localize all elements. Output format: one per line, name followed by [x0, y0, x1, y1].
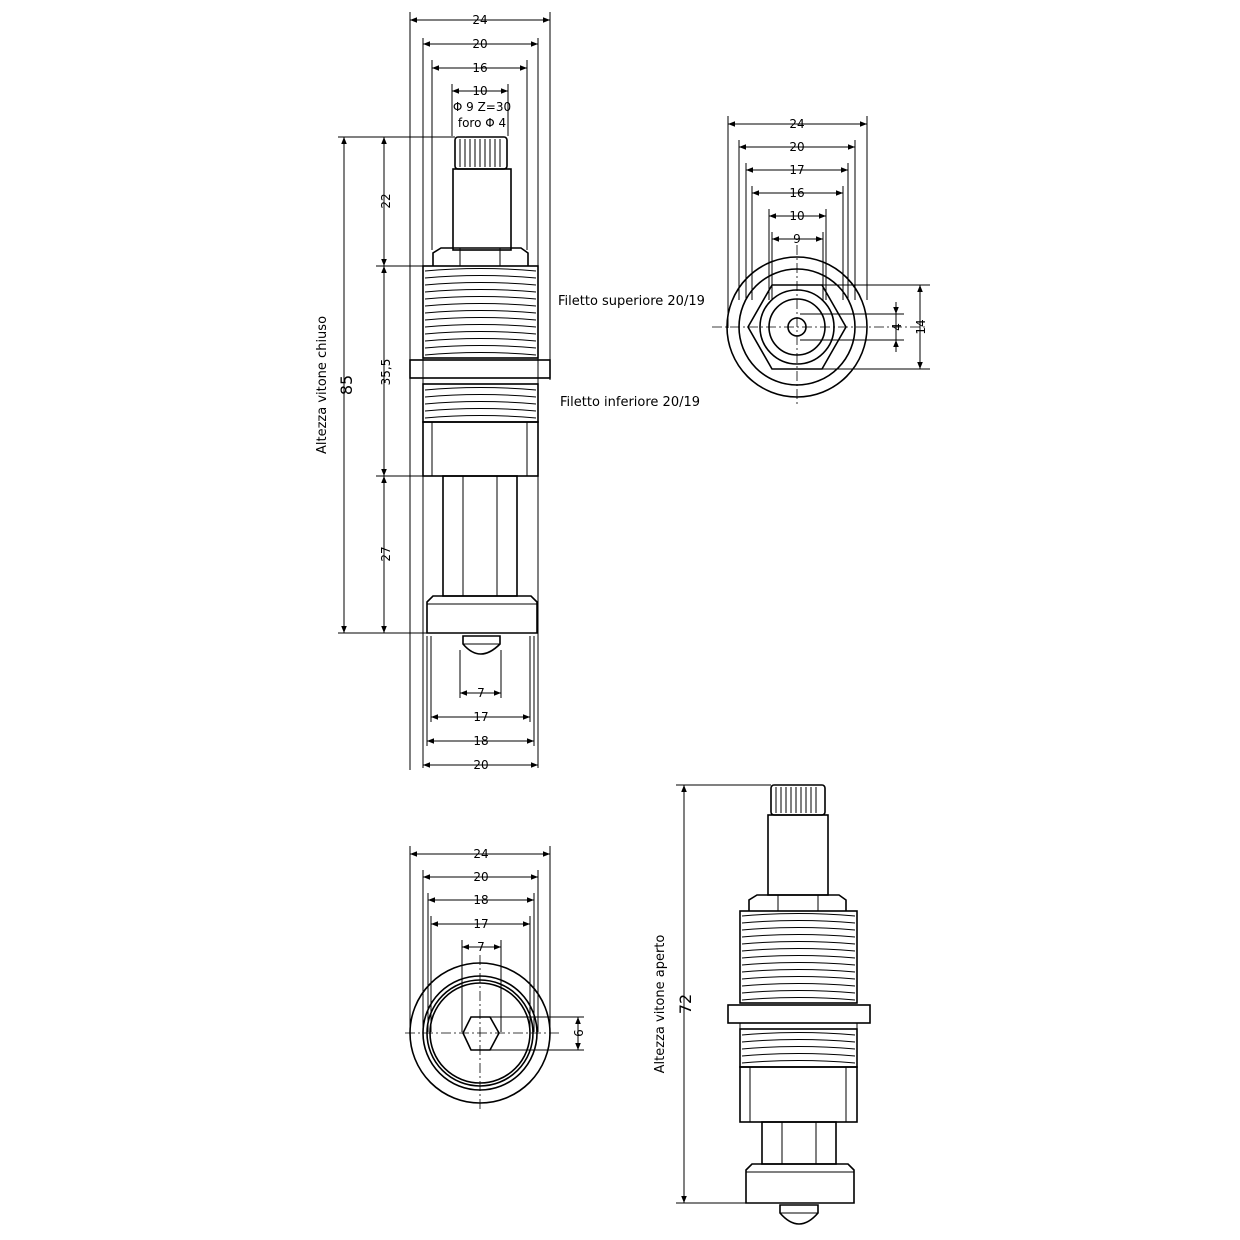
main-knurled-spline — [454, 136, 508, 170]
bottom-dim-24: 24 — [473, 847, 488, 861]
top-dim-9: 9 — [793, 232, 801, 246]
top-dim-14: 14 — [914, 319, 928, 334]
top-right-dim-extensions — [800, 284, 930, 370]
open-view: 72 Altezza vitone aperto — [653, 784, 871, 1225]
open-knurl-lines — [775, 787, 817, 813]
open-flange — [727, 1004, 871, 1024]
main-upper-thread — [422, 265, 539, 359]
bottom-screw-hex — [462, 1016, 500, 1051]
open-stem — [767, 814, 829, 896]
main-flange — [409, 359, 551, 379]
label-lower-thread: Filetto inferiore 20/19 — [560, 395, 700, 410]
open-knurled-spline — [770, 784, 826, 816]
main-dim-7: 7 — [477, 686, 485, 700]
main-bottom-dim-extensions — [426, 636, 535, 746]
main-top-dimension-lines — [410, 17, 550, 94]
open-hex-nut — [748, 894, 847, 911]
main-spindle — [442, 475, 518, 597]
open-body — [739, 1066, 858, 1123]
main-view: 24 20 16 10 Φ 9 Z=30 foro Φ 4 — [315, 12, 705, 772]
open-upper-thread — [739, 910, 858, 1004]
top-dim-17: 17 — [789, 163, 804, 177]
main-left-dim-extensions — [338, 136, 455, 634]
main-dim-20-bottom: 20 — [473, 758, 488, 772]
main-dim-10: 10 — [472, 84, 487, 98]
main-dim-18: 18 — [473, 734, 488, 748]
top-dim-20: 20 — [789, 140, 804, 154]
main-dim-24: 24 — [472, 13, 487, 27]
bottom-dim-20: 20 — [473, 870, 488, 884]
open-upper-thread-lines — [741, 913, 856, 1001]
open-dim-72: 72 — [676, 994, 695, 1014]
top-dim-16: 16 — [789, 186, 804, 200]
open-washer-holder — [745, 1163, 855, 1204]
open-spindle — [761, 1121, 837, 1165]
top-dim-24: 24 — [789, 117, 804, 131]
main-dim-27: 27 — [379, 546, 393, 561]
main-hex-nut — [432, 247, 529, 266]
label-upper-thread: Filetto superiore 20/19 — [558, 294, 705, 309]
main-stem — [452, 168, 512, 251]
main-dim-35-5: 35,5 — [379, 359, 393, 386]
main-note-hole: foro Φ 4 — [458, 116, 506, 130]
main-lower-thread-lines — [424, 387, 537, 419]
main-dim-16: 16 — [472, 61, 487, 75]
main-note-spline: Φ 9 Z=30 — [453, 100, 511, 114]
top-view: 24 20 17 16 10 9 4 14 — [712, 116, 930, 405]
open-lower-thread-lines — [741, 1032, 856, 1064]
bottom-dim-7: 7 — [477, 940, 485, 954]
label-closed-height: Altezza vitone chiuso — [315, 316, 330, 454]
bottom-dim-17: 17 — [473, 917, 488, 931]
bottom-right-dim-extensions — [490, 1016, 584, 1051]
main-body — [422, 421, 539, 477]
label-open-height: Altezza vitone aperto — [653, 935, 668, 1074]
main-washer-screw — [462, 635, 501, 655]
main-upper-thread-lines — [424, 268, 537, 356]
main-dim-20: 20 — [472, 37, 487, 51]
bottom-dim-6: 6 — [572, 1029, 586, 1037]
bottom-dim-18: 18 — [473, 893, 488, 907]
main-dim-17: 17 — [473, 710, 488, 724]
top-dim-4: 4 — [890, 323, 904, 331]
bottom-view: 24 20 18 17 7 6 — [405, 846, 586, 1110]
top-dim-10: 10 — [789, 209, 804, 223]
main-knurl-lines — [459, 139, 501, 167]
main-dim-85: 85 — [337, 375, 356, 395]
open-left-dim-extensions — [676, 784, 771, 1204]
main-washer-holder — [426, 595, 538, 634]
open-washer-screw — [779, 1204, 819, 1225]
main-dim-22: 22 — [379, 193, 393, 208]
